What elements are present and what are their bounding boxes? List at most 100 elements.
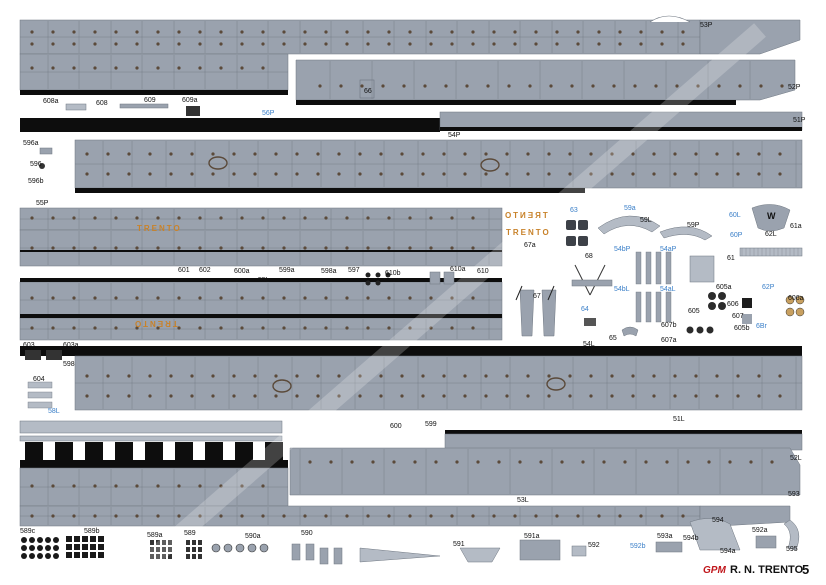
deck-edge: [265, 442, 283, 462]
porthole: [400, 152, 404, 156]
part-shape: [689, 518, 741, 551]
porthole: [316, 172, 320, 176]
part-strip: [635, 291, 642, 323]
porthole: [240, 30, 244, 34]
porthole: [156, 246, 160, 250]
porthole: [177, 484, 181, 488]
part-label: 610b: [385, 270, 401, 277]
part-label: 58L: [48, 408, 60, 415]
part-label: 594b: [683, 535, 699, 542]
porthole: [450, 514, 454, 518]
porthole: [261, 484, 265, 488]
part-label: 608: [96, 100, 108, 107]
part-block: [186, 106, 200, 116]
porthole: [471, 30, 475, 34]
porthole: [253, 374, 257, 378]
part-label: 55P: [36, 200, 49, 207]
porthole: [261, 296, 265, 300]
porthole: [379, 172, 383, 176]
part-block: [25, 350, 41, 360]
porthole: [345, 216, 349, 220]
porthole: [780, 84, 784, 88]
deck-edge: [55, 442, 73, 462]
porthole: [610, 374, 614, 378]
porthole: [387, 326, 391, 330]
porthole: [681, 42, 685, 46]
porthole: [274, 172, 278, 176]
porthole: [408, 246, 412, 250]
part-label: 603a: [63, 342, 79, 349]
part-disc: [21, 553, 27, 559]
porthole: [505, 152, 509, 156]
porthole: [261, 246, 265, 250]
porthole: [72, 30, 76, 34]
part-disc: [21, 545, 27, 551]
porthole: [534, 30, 538, 34]
porthole: [211, 374, 215, 378]
part-disc: [37, 545, 43, 551]
porthole: [715, 172, 719, 176]
crane-arm: [515, 285, 523, 301]
porthole: [696, 84, 700, 88]
porthole: [114, 30, 118, 34]
porthole: [169, 152, 173, 156]
porthole: [673, 152, 677, 156]
porthole: [295, 152, 299, 156]
part-label: 52P: [788, 84, 801, 91]
porthole: [30, 66, 34, 70]
porthole: [329, 460, 333, 464]
porthole: [618, 30, 622, 34]
porthole: [156, 484, 160, 488]
porthole: [261, 216, 265, 220]
part-disc: [247, 543, 257, 553]
porthole: [51, 216, 55, 220]
porthole: [591, 84, 595, 88]
model-title: R. N. TRENTO: [730, 564, 804, 576]
part-shape: [429, 271, 441, 285]
porthole: [463, 152, 467, 156]
porthole: [72, 484, 76, 488]
porthole: [177, 216, 181, 220]
porthole: [324, 42, 328, 46]
porthole: [93, 42, 97, 46]
hawse-pipe: [546, 377, 566, 391]
part-disc: [45, 545, 51, 551]
part-label: 598: [63, 361, 75, 368]
porthole: [660, 42, 664, 46]
part-strip: [655, 291, 662, 323]
porthole: [339, 84, 343, 88]
porthole: [597, 30, 601, 34]
porthole: [505, 394, 509, 398]
part-block: [98, 536, 104, 542]
porthole: [560, 460, 564, 464]
porthole: [694, 394, 698, 398]
porthole: [568, 172, 572, 176]
part-label: 602: [199, 267, 211, 274]
part-label: 53L: [517, 497, 529, 504]
part-shape: [571, 545, 587, 557]
porthole: [72, 42, 76, 46]
page-number: 5: [802, 562, 810, 577]
porthole: [282, 42, 286, 46]
porthole: [72, 514, 76, 518]
part-label: 51L: [673, 416, 685, 423]
porthole: [93, 30, 97, 34]
porthole: [240, 42, 244, 46]
part-disc: [795, 307, 805, 317]
porthole: [423, 84, 427, 88]
part-block: [66, 544, 72, 550]
porthole: [51, 484, 55, 488]
part-block: [186, 540, 190, 545]
porthole: [476, 460, 480, 464]
part-strip: [655, 251, 662, 285]
porthole: [610, 152, 614, 156]
part-label: 51P: [793, 117, 806, 124]
deck-edge: [440, 127, 802, 131]
part-label: 67: [533, 293, 541, 300]
porthole: [757, 172, 761, 176]
porthole: [665, 460, 669, 464]
part-label: 607a: [661, 337, 677, 344]
part-label: 54bP: [614, 246, 631, 253]
porthole: [686, 460, 690, 464]
porthole: [156, 216, 160, 220]
